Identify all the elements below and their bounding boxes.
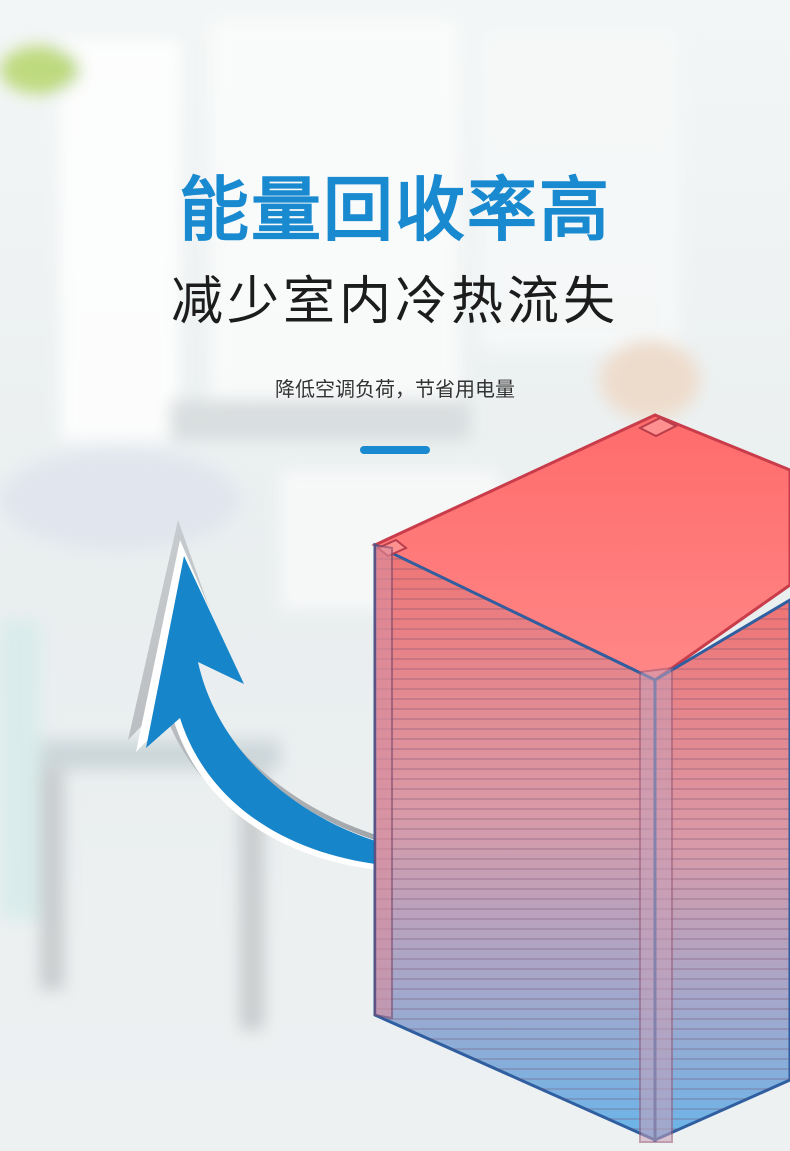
subheadline: 减少室内冷热流失 [170, 272, 619, 332]
curved-arrow-icon [128, 520, 482, 873]
heat-exchanger-core [371, 413, 790, 1143]
accent-bar [360, 446, 430, 454]
blurred-room [0, 20, 700, 1030]
caption: 降低空调负荷，节省用电量 [275, 377, 515, 401]
headline: 能量回收率高 [179, 169, 611, 251]
